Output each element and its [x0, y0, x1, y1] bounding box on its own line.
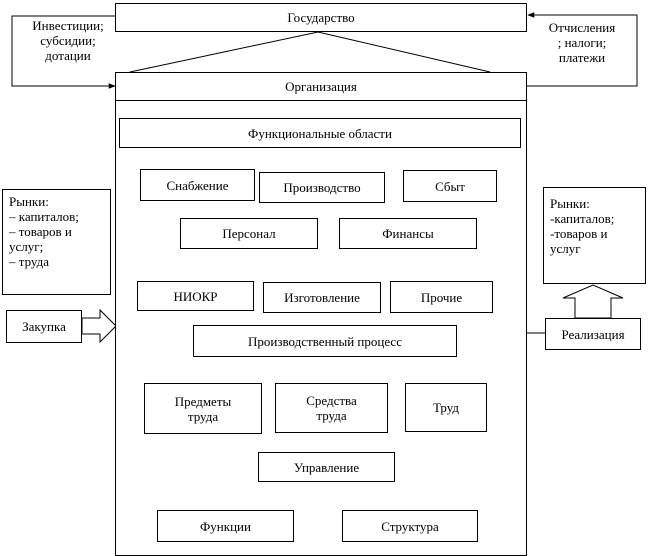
production-box: Производство	[259, 172, 385, 203]
markets-left-label: Рынки: – капиталов; – товаров и услуг; –…	[9, 194, 79, 269]
objects-of-labor-box: Предметы труда	[144, 383, 262, 434]
markets-left-box: Рынки: – капиталов; – товаров и услуг; –…	[2, 189, 111, 295]
rnd-box: НИОКР	[137, 281, 254, 311]
structure-label: Структура	[381, 518, 439, 534]
organization-header: Организация	[115, 72, 527, 101]
functions-label: Функции	[200, 518, 251, 534]
state-triangle	[129, 31, 491, 73]
purchase-hollow-arrow	[81, 308, 117, 344]
markets-right-label: Рынки: -капиталов; -товаров и услуг	[550, 196, 615, 256]
functions-box: Функции	[157, 510, 294, 542]
finance-box: Финансы	[339, 218, 477, 249]
structure-box: Структура	[342, 510, 478, 542]
state-box: Государство	[115, 3, 527, 32]
functional-areas-box: Функциональные области	[119, 118, 521, 148]
other-label: Прочие	[420, 289, 463, 305]
production-label: Производство	[283, 180, 361, 195]
finance-label: Финансы	[382, 226, 434, 241]
arrow-deductions	[527, 12, 638, 87]
production-process-box: Производственный процесс	[193, 325, 457, 357]
rnd-label: НИОКР	[173, 288, 218, 304]
functional-areas-label: Функциональные области	[248, 125, 392, 141]
production-process-label: Производственный процесс	[248, 333, 402, 349]
markets-right-box: Рынки: -капиталов; -товаров и услуг	[543, 187, 646, 284]
supply-label: Снабжение	[166, 177, 229, 193]
purchase-label: Закупка	[22, 319, 66, 334]
deductions-text: Отчисления ; налоги; платежи	[548, 20, 616, 65]
means-of-labor-label: Средства труда	[306, 393, 357, 423]
arrow-investments	[11, 15, 116, 89]
labor-box: Труд	[405, 383, 487, 432]
manufacturing-box: Изготовление	[263, 282, 381, 313]
organization-label: Организация	[285, 79, 357, 94]
realization-box: Реализация	[545, 318, 641, 350]
manufacturing-label: Изготовление	[284, 290, 360, 305]
sales-label: Сбыт	[435, 178, 465, 194]
sales-box: Сбыт	[403, 170, 497, 202]
state-label: Государство	[287, 10, 355, 25]
personnel-box: Персонал	[180, 218, 318, 249]
realization-label: Реализация	[561, 326, 625, 342]
management-label: Управление	[293, 459, 360, 475]
management-box: Управление	[258, 452, 395, 482]
supply-box: Снабжение	[140, 169, 255, 201]
labor-label: Труд	[432, 400, 460, 415]
purchase-box: Закупка	[6, 310, 82, 343]
investments-text: Инвестиции; субсидии; дотации	[32, 18, 104, 63]
personnel-label: Персонал	[222, 226, 276, 241]
other-box: Прочие	[390, 281, 493, 313]
means-of-labor-box: Средства труда	[275, 383, 388, 433]
objects-of-labor-label: Предметы труда	[174, 393, 232, 424]
realization-hollow-arrow	[562, 284, 624, 319]
